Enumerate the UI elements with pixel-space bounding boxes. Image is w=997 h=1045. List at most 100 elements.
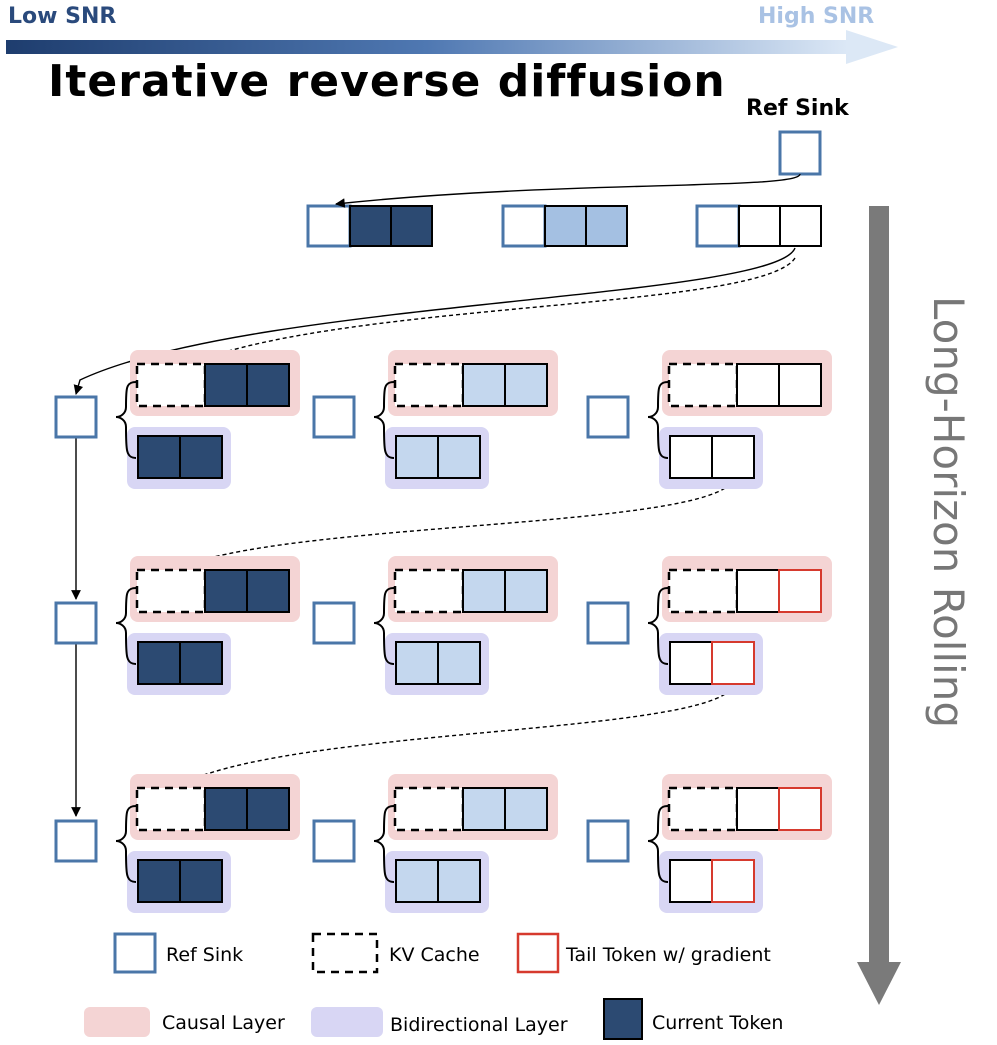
ref-sink-box bbox=[312, 819, 356, 863]
token bbox=[669, 859, 713, 903]
token bbox=[395, 859, 439, 903]
legend-kv-cache-swatch bbox=[311, 932, 379, 974]
block-grid bbox=[54, 350, 832, 913]
kv-cache-box bbox=[393, 786, 465, 832]
token bbox=[669, 435, 713, 479]
ref-sink-box bbox=[54, 819, 98, 863]
legend-current-token-swatch bbox=[603, 998, 643, 1040]
brace bbox=[373, 381, 395, 459]
token bbox=[179, 435, 223, 479]
token bbox=[179, 859, 223, 903]
kv-cache-arrow bbox=[173, 477, 735, 571]
ref-sink-box bbox=[586, 601, 630, 645]
legend bbox=[84, 932, 643, 1040]
current-token bbox=[390, 205, 433, 247]
token bbox=[462, 363, 506, 407]
kv-cache-arrow bbox=[173, 683, 735, 789]
token bbox=[736, 787, 780, 831]
ref-sink-box bbox=[586, 819, 630, 863]
rolling-arrow bbox=[857, 206, 901, 1005]
token bbox=[504, 787, 548, 831]
ref-sink-box bbox=[312, 601, 356, 645]
tail-token bbox=[778, 569, 822, 613]
top-ref-sink-label: Ref Sink bbox=[746, 96, 849, 121]
token bbox=[395, 641, 439, 685]
token bbox=[246, 569, 290, 613]
token bbox=[204, 569, 248, 613]
token bbox=[179, 641, 223, 685]
ref-sink-box bbox=[695, 204, 741, 248]
token bbox=[544, 205, 587, 247]
top-ref-sink-box bbox=[778, 130, 822, 176]
token bbox=[204, 363, 248, 407]
token bbox=[137, 641, 181, 685]
kv-cache-box bbox=[393, 568, 465, 614]
token bbox=[437, 435, 481, 479]
tail-token bbox=[711, 859, 755, 903]
token bbox=[778, 363, 822, 407]
token bbox=[462, 569, 506, 613]
token bbox=[137, 435, 181, 479]
token bbox=[779, 205, 822, 247]
legend-bidirectional-layer-label: Bidirectional Layer bbox=[390, 1014, 568, 1036]
token bbox=[395, 435, 439, 479]
ref-sink-box bbox=[306, 204, 352, 248]
diagram-title: Iterative reverse diffusion bbox=[48, 56, 726, 107]
legend-current-token-label: Current Token bbox=[652, 1012, 784, 1034]
low-snr-label: Low SNR bbox=[8, 4, 117, 29]
brace bbox=[115, 587, 137, 665]
token bbox=[437, 641, 481, 685]
token bbox=[738, 205, 781, 247]
top-token-row bbox=[306, 204, 822, 248]
token bbox=[504, 569, 548, 613]
token bbox=[462, 787, 506, 831]
token bbox=[736, 363, 780, 407]
token bbox=[437, 859, 481, 903]
token bbox=[137, 859, 181, 903]
brace bbox=[647, 805, 669, 883]
ref-sink-arrow bbox=[335, 173, 801, 208]
token bbox=[711, 435, 755, 479]
ref-sink-box bbox=[54, 395, 98, 439]
tail-token bbox=[778, 787, 822, 831]
kv-cache-box bbox=[667, 786, 739, 832]
ref-sink-box bbox=[586, 395, 630, 439]
kv-cache-box bbox=[667, 568, 739, 614]
legend-bidirectional-layer-swatch bbox=[311, 1007, 383, 1037]
kv-cache-arrow bbox=[175, 257, 796, 371]
brace bbox=[115, 805, 137, 883]
token bbox=[246, 363, 290, 407]
token bbox=[504, 363, 548, 407]
legend-causal-layer-label: Causal Layer bbox=[162, 1012, 285, 1034]
snr-gradient-arrow bbox=[6, 30, 898, 64]
tail-token bbox=[711, 641, 755, 685]
token bbox=[204, 787, 248, 831]
current-token bbox=[349, 205, 392, 247]
kv-cache-box bbox=[135, 786, 207, 832]
token bbox=[736, 569, 780, 613]
high-snr-label: High SNR bbox=[758, 4, 875, 29]
token bbox=[246, 787, 290, 831]
legend-ref-sink-swatch bbox=[113, 932, 157, 974]
long-horizon-rolling-label: Long-Horizon Rolling bbox=[924, 296, 973, 728]
legend-kv-cache-label: KV Cache bbox=[389, 944, 480, 966]
token bbox=[669, 641, 713, 685]
kv-cache-box bbox=[135, 568, 207, 614]
ref-sink-box bbox=[501, 204, 547, 248]
legend-tail-token-label: Tail Token w/ gradient bbox=[566, 944, 771, 966]
brace bbox=[373, 587, 395, 665]
brace bbox=[647, 587, 669, 665]
kv-cache-box bbox=[667, 362, 739, 408]
legend-ref-sink-label: Ref Sink bbox=[166, 944, 244, 966]
flow-arrows bbox=[71, 173, 801, 817]
kv-cache-box bbox=[393, 362, 465, 408]
kv-cache-box bbox=[135, 362, 207, 408]
brace bbox=[373, 805, 395, 883]
legend-tail-token-swatch bbox=[516, 932, 560, 974]
legend-causal-layer-swatch bbox=[84, 1007, 150, 1037]
brace bbox=[115, 381, 137, 459]
brace bbox=[647, 381, 669, 459]
ref-sink-box bbox=[54, 601, 98, 645]
token bbox=[585, 205, 628, 247]
